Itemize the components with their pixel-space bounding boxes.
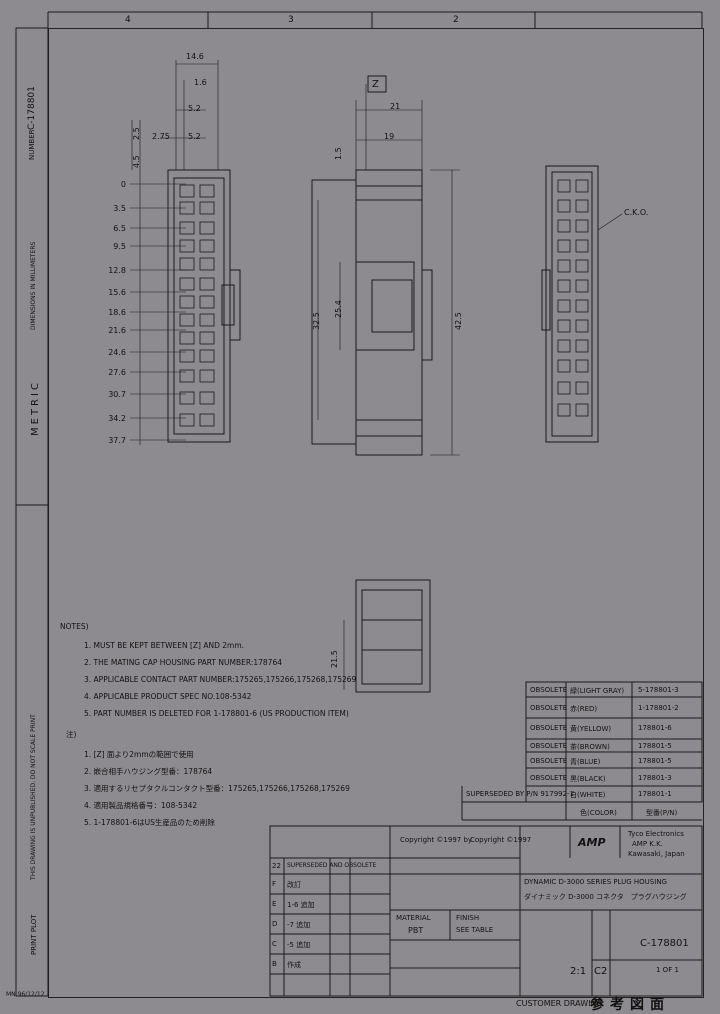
side-dim: 1.5 <box>334 147 343 160</box>
color-row-status: OBSOLETE <box>530 742 568 750</box>
superseded-note: SUPERSEDED BY P/N 917992-1 <box>466 790 575 798</box>
color-row-pn: 178801-3 <box>638 774 672 782</box>
title-en: DYNAMIC D-3000 SERIES PLUG HOUSING <box>524 878 667 886</box>
company-name: Tyco Electronics <box>628 830 684 838</box>
rev-desc: 1-6 追加 <box>287 901 315 909</box>
bottom-dim: 21.5 <box>330 650 339 668</box>
company-name-2: AMP K.K. <box>632 840 663 848</box>
finish-value: SEE TABLE <box>456 926 494 934</box>
pitch-dim: 9.5 <box>113 242 126 251</box>
color-row-status: OBSOLETE <box>530 757 568 765</box>
rev-letter: E <box>272 900 277 908</box>
color-row-pn: 5-178801-3 <box>638 686 679 694</box>
note-item: 3. APPLICABLE CONTACT PART NUMBER:175265… <box>84 675 357 684</box>
pitch-dim: 3.5 <box>113 204 126 213</box>
rev-letter: F <box>272 880 277 888</box>
drawing-size: C2 <box>594 966 608 977</box>
drawing-scale: 2:1 <box>570 966 587 977</box>
front-dim: 5.2 <box>188 104 201 113</box>
color-row-color: 緑(LIGHT GRAY) <box>570 687 625 695</box>
side-dim: 42.5 <box>454 312 463 330</box>
zone-marker: 4 <box>125 15 131 25</box>
pitch-dim: 27.6 <box>108 368 126 377</box>
note-item: 4. APPLICABLE PRODUCT SPEC NO.108-5342 <box>84 692 252 701</box>
customer-drawing-label: CUSTOMER DRAWING <box>516 999 603 1008</box>
side-dim: 19 <box>384 132 395 141</box>
note-jp-item: 1. [Z] 面より2mmの範囲で使用 <box>84 750 194 759</box>
pitch-dim: 12.8 <box>108 266 126 275</box>
pitch-dim: 6.5 <box>113 224 126 233</box>
rev-letter: D <box>272 920 278 928</box>
color-row-color: 赤(RED) <box>570 705 598 713</box>
rev-desc: -5 追加 <box>287 941 311 949</box>
front-dim: 5.2 <box>188 132 201 141</box>
corner-note: MN 96/12/12 <box>6 991 45 998</box>
drawing-number: C-178801 <box>640 938 689 949</box>
color-row-status: OBSOLETE <box>530 686 568 694</box>
zone-marker: 3 <box>288 15 294 25</box>
copyright-2: Copyright ©1997 <box>470 836 532 844</box>
side-dim: 32.5 <box>312 312 321 330</box>
pitch-dim: 37.7 <box>108 436 126 445</box>
material-value: PBT <box>408 926 424 935</box>
color-row-color: 黄(YELLOW) <box>570 725 612 733</box>
color-row-status: OBSOLETE <box>530 774 568 782</box>
color-row-color: 茶(BROWN) <box>570 743 610 751</box>
reference-drawing-stamp: 参考図面 <box>590 997 670 1013</box>
color-row-color: 黒(BLACK) <box>570 775 606 783</box>
color-row-color: 青(BLUE) <box>570 758 601 766</box>
rev-letter: B <box>272 960 277 968</box>
note-jp-item: 2. 嵌合相手ハウジング型番：178764 <box>84 767 213 776</box>
side-dim: 21 <box>390 102 401 111</box>
pitch-dim: 34.2 <box>108 414 126 423</box>
zone-marker: 2 <box>453 15 459 25</box>
front-dim-width: 14.6 <box>186 52 204 61</box>
color-row-pn: 178801-6 <box>638 724 672 732</box>
color-row-pn: 178801-5 <box>638 742 672 750</box>
front-dim: 2.75 <box>152 132 170 141</box>
side-dim: 25.4 <box>334 300 343 318</box>
note-item: 2. THE MATING CAP HOUSING PART NUMBER:17… <box>84 658 282 667</box>
rev-desc: SUPERSEDED AND OBSOLETE <box>287 862 377 869</box>
pitch-dim: 18.6 <box>108 308 126 317</box>
pitch-dim: 15.6 <box>108 288 126 297</box>
sheet-number: 1 OF 1 <box>656 966 679 974</box>
color-row-status: OBSOLETE <box>530 724 568 732</box>
note-jp-item: 5. 1-178801-6はUS生産品のため削除 <box>84 818 215 827</box>
color-row-pn: 178801-1 <box>638 790 672 798</box>
note-item: 1. MUST BE KEPT BETWEEN [Z] AND 2mm. <box>84 641 245 650</box>
rev-desc: 改訂 <box>287 881 301 889</box>
notes-title: NOTES) <box>60 622 89 631</box>
pitch-dim: 24.6 <box>108 348 126 357</box>
rev-desc: -7 追加 <box>287 921 311 929</box>
front-side-dim: 2.5 <box>132 127 141 140</box>
front-dim: 1.6 <box>194 78 207 87</box>
pitch-dim: 30.7 <box>108 390 126 399</box>
color-row-color: 白(WHITE) <box>570 791 606 799</box>
finish-label: FINISH <box>456 914 480 922</box>
pitch-dim: 21.6 <box>108 326 126 335</box>
note-jp-item: 4. 適用製品規格番号：108-5342 <box>84 801 198 810</box>
pitch-dim: 0 <box>120 180 126 189</box>
pn-header: 型番(P/N) <box>646 809 678 817</box>
rev-letter: C <box>272 940 277 948</box>
color-row-pn: 178801-5 <box>638 757 672 765</box>
note-item: 5. PART NUMBER IS DELETED FOR 1-178801-6… <box>84 709 349 718</box>
rev-desc: 作成 <box>287 961 301 969</box>
copyright-1: Copyright ©1997 by <box>400 836 473 844</box>
color-header: 色(COLOR) <box>580 809 617 817</box>
front-side-dim: 4.5 <box>132 155 141 168</box>
color-row-pn: 1-178801-2 <box>638 704 679 712</box>
rev-letter: 22 <box>272 862 281 870</box>
amp-logo: AMP <box>578 836 606 849</box>
z-datum-label: Z <box>372 79 379 90</box>
material-label: MATERIAL <box>396 914 431 922</box>
color-row-status: OBSOLETE <box>530 704 568 712</box>
cko-label: C.K.O. <box>624 208 649 217</box>
note-jp-item: 3. 適用するリセプタクルコンタクト型番：175265,175266,17526… <box>84 784 350 793</box>
company-location: Kawasaki, Japan <box>628 850 685 858</box>
notes-jp-title: 注) <box>66 730 77 739</box>
title-jp: ダイナミック D-3000 コネクタ プラグハウジング <box>524 893 687 901</box>
